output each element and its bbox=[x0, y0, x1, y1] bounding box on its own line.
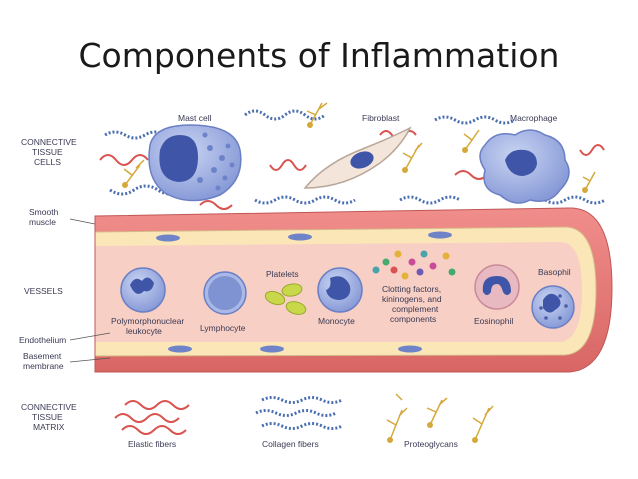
eosinophil-label: Eosinophil bbox=[474, 316, 513, 326]
pmn-cell bbox=[120, 267, 166, 313]
side-label-endothelium: Endothelium bbox=[19, 335, 66, 345]
pmn-label-2: leukocyte bbox=[126, 326, 162, 336]
side-label-basement-2: membrane bbox=[23, 361, 64, 371]
elastic-fibers-icon bbox=[114, 400, 190, 435]
mast-cell-label: Mast cell bbox=[178, 113, 212, 123]
matrix-key: Elastic fibers Collagen fibers Proteogly… bbox=[114, 393, 494, 449]
side-label-ct-matrix-3: MATRIX bbox=[33, 422, 65, 432]
clotting-label-3: complement bbox=[392, 304, 439, 314]
macrophage-label: Macrophage bbox=[510, 113, 558, 123]
monocyte-label: Monocyte bbox=[318, 316, 355, 326]
platelets-label: Platelets bbox=[266, 269, 299, 279]
side-label-ct-matrix-1: CONNECTIVE bbox=[21, 402, 77, 412]
collagen-fibers-icon bbox=[255, 396, 343, 430]
side-label-basement-1: Basement bbox=[23, 351, 62, 361]
side-labels: CONNECTIVE TISSUE CELLS Smooth muscle VE… bbox=[19, 137, 111, 432]
clotting-factors bbox=[372, 250, 456, 280]
basophil-cell bbox=[531, 285, 575, 329]
clotting-label-2: kininogens, and bbox=[382, 294, 442, 304]
proteoglycans-icon bbox=[386, 393, 494, 441]
clotting-label-1: Clotting factors, bbox=[382, 284, 441, 294]
macrophage bbox=[479, 129, 570, 204]
side-label-ct-matrix-2: TISSUE bbox=[32, 412, 63, 422]
side-label-smooth-muscle-2: muscle bbox=[29, 217, 56, 227]
side-label-smooth-muscle-1: Smooth bbox=[29, 207, 59, 217]
collagen-fibers-label: Collagen fibers bbox=[262, 439, 319, 449]
lymphocyte-label: Lymphocyte bbox=[200, 323, 246, 333]
mast-cell bbox=[148, 124, 242, 202]
platelets bbox=[264, 283, 307, 315]
monocyte-cell bbox=[317, 267, 363, 313]
elastic-fibers-label: Elastic fibers bbox=[128, 439, 176, 449]
pmn-label-1: Polymorphonuclear bbox=[111, 316, 184, 326]
clotting-label-4: components bbox=[390, 314, 436, 324]
fibroblast bbox=[303, 126, 412, 189]
proteoglycans-label: Proteoglycans bbox=[404, 439, 458, 449]
side-label-ct-cells-3: CELLS bbox=[34, 157, 61, 167]
side-label-vessels: VESSELS bbox=[24, 286, 63, 296]
side-label-ct-cells-2: TISSUE bbox=[32, 147, 63, 157]
fibroblast-label: Fibroblast bbox=[362, 113, 400, 123]
slide-title: Components of Inflammation bbox=[78, 36, 560, 75]
eosinophil-cell bbox=[474, 264, 520, 310]
basophil-label: Basophil bbox=[538, 267, 571, 277]
lymphocyte-cell bbox=[203, 271, 247, 315]
side-label-ct-cells-1: CONNECTIVE bbox=[21, 137, 77, 147]
